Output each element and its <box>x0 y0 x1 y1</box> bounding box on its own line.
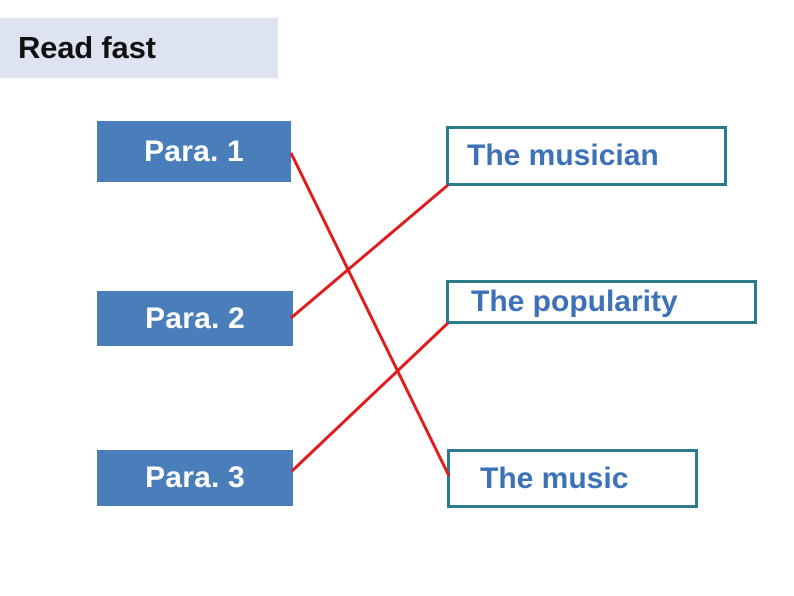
line-para3-popularity <box>290 321 450 473</box>
topic-box-popularity[interactable]: The popularity <box>446 280 757 324</box>
para-box-1-label: Para. 1 <box>144 134 244 168</box>
para-box-2[interactable]: Para. 2 <box>97 291 293 346</box>
title-banner <box>0 18 278 78</box>
topic-box-musician-label: The musician <box>467 139 659 172</box>
line-para1-music <box>289 152 451 477</box>
line-para2-musician <box>290 183 449 320</box>
para-box-1[interactable]: Para. 1 <box>97 121 291 182</box>
topic-box-music-label: The music <box>480 461 629 495</box>
para-box-2-label: Para. 2 <box>145 301 245 335</box>
topic-box-musician[interactable]: The musician <box>446 126 727 186</box>
topic-box-music[interactable]: The music <box>447 449 698 508</box>
para-box-3[interactable]: Para. 3 <box>97 450 293 506</box>
page-title: Read fast <box>18 30 156 65</box>
para-box-3-label: Para. 3 <box>145 461 245 494</box>
topic-box-popularity-label: The popularity <box>471 285 678 318</box>
